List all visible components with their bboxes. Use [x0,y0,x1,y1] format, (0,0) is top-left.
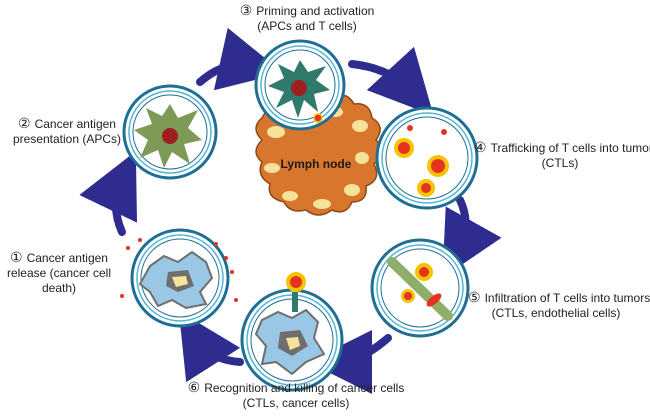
t-cell-group [394,125,449,197]
step1-title: Cancer antigen [26,251,108,265]
cycle-arrows [79,27,502,394]
t-cell-icon [313,113,323,123]
cycle-arrow-icon [348,46,434,116]
step6-circle [240,272,344,392]
step4-circle [375,106,479,210]
step6-title: Recognition and killing of cancer cells [204,381,405,395]
step5-title: Infiltration of T cells into tumors [484,291,650,305]
cycle-arrow-icon [178,311,244,383]
nucleus-icon [291,80,307,96]
antigen-debris [120,238,238,302]
step3-circle [254,39,346,131]
step2-circle [122,84,218,180]
step4-title: Trafficking of T cells into tumors [490,141,650,155]
t-cell-stalk-icon [292,292,298,312]
step1-number: ① [10,249,23,265]
step1-subtitle-2: death) [41,281,77,295]
step5-subtitle: (CTLs, endothelial cells) [491,306,621,320]
step4-subtitle: (CTLs) [541,156,579,170]
step5-circle [370,238,470,338]
step2-title: Cancer antigen [34,117,116,131]
step1-circle [120,228,238,328]
step2-subtitle: presentation (APCs) [12,132,122,146]
nucleus-icon [162,128,178,144]
blood-vessel-icon [387,257,453,321]
step6-number: ⑥ [187,379,201,395]
cycle-arrow-icon [308,329,392,394]
step3-number: ③ [239,2,253,18]
cycle-arrow-icon [79,151,138,236]
step3-title: Priming and activation [256,4,375,18]
t-cell-icon [407,125,413,131]
lymph-node-label: Lymph node [281,157,352,171]
t-cell-icon [426,293,442,307]
step3-subtitle: (APCs and T cells) [257,19,357,33]
cycle-arrow-icon [442,196,502,278]
step5-number: ⑤ [468,289,481,305]
step6-subtitle: (CTLs, cancer cells) [242,396,350,410]
t-cell-icon [441,129,447,135]
step4-number: ④ [474,139,487,155]
step1-subtitle: release (cancer cell [6,266,112,280]
cycle-arrow-icon [196,27,284,91]
step2-number: ② [18,115,31,131]
